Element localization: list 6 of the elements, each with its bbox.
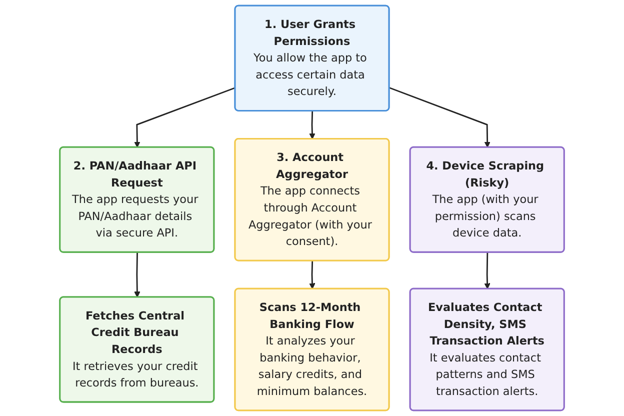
arrow <box>309 110 316 140</box>
arrow <box>309 260 316 290</box>
arrow <box>389 87 490 148</box>
arrow <box>484 252 490 290</box>
arrow <box>134 252 140 298</box>
arrow <box>134 87 236 148</box>
